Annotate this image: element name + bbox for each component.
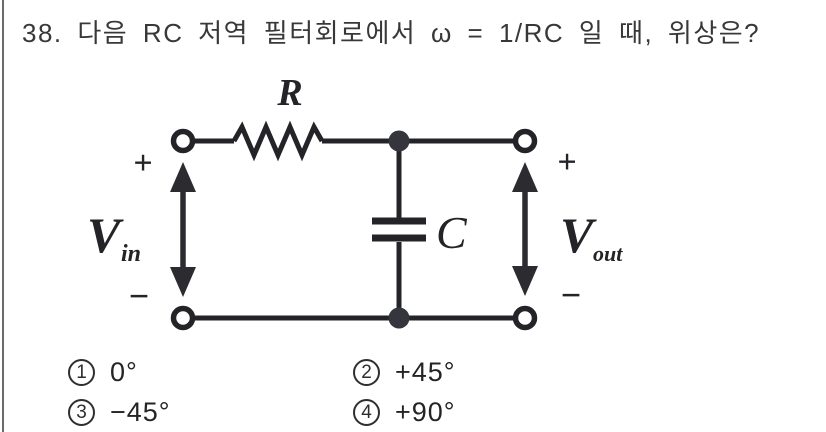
- option-3: 3 −45°: [68, 397, 171, 428]
- option-1-number-circle: 1: [68, 359, 95, 386]
- vout-plus-sign: +: [557, 144, 576, 181]
- resistor-label: R: [276, 72, 302, 114]
- vout-label: V: [560, 207, 597, 263]
- option-2-label: +45°: [395, 357, 456, 387]
- vin-label: V: [87, 207, 124, 263]
- terminal-top-right: [512, 128, 538, 154]
- vin-arrow: [170, 162, 196, 297]
- junction-top: [388, 130, 410, 152]
- option-2-number-circle: 2: [353, 359, 380, 386]
- option-1-label: 0°: [110, 357, 138, 387]
- resistor-symbol: [231, 120, 325, 162]
- option-3-label: −45°: [110, 397, 171, 427]
- option-4-label: +90°: [395, 397, 456, 427]
- option-2: 2 +45°: [353, 357, 456, 388]
- option-1: 1 0°: [68, 357, 138, 388]
- page-border-left: [2, 0, 4, 432]
- option-4: 4 +90°: [353, 397, 456, 428]
- junction-bottom: [388, 307, 410, 329]
- terminal-top-left: [170, 128, 196, 154]
- vout-arrow: [512, 162, 538, 296]
- vout-minus-sign: −: [561, 275, 582, 315]
- vin-minus-sign: −: [129, 276, 150, 316]
- terminal-bottom-left: [170, 305, 196, 331]
- question-text: 38. 다음 RC 저역 필터회로에서 ω = 1/RC 일 때, 위상은?: [22, 18, 761, 48]
- terminal-bottom-right: [512, 305, 538, 331]
- vout-subscript: out: [593, 241, 623, 266]
- vin-subscript: in: [121, 241, 141, 267]
- vin-plus-sign: +: [133, 145, 152, 182]
- option-4-number-circle: 4: [353, 399, 380, 426]
- option-3-number-circle: 3: [68, 399, 95, 426]
- capacitor-label: C: [436, 207, 468, 258]
